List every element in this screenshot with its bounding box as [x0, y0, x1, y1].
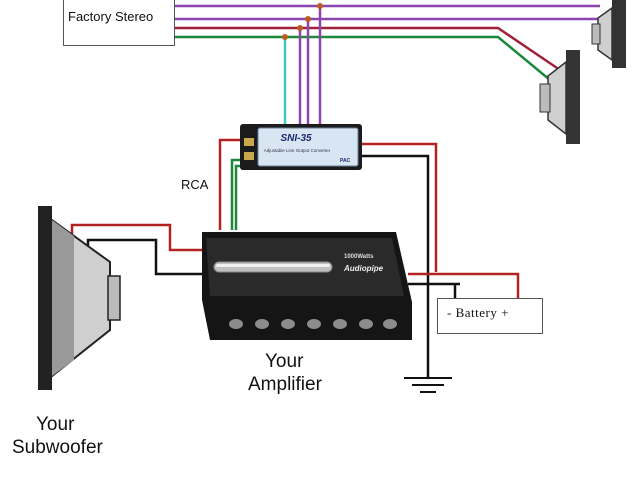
amplifier-label-line2: Amplifier — [248, 374, 322, 395]
rca-label: RCA — [181, 177, 209, 192]
amp-wattage: 1000Watts — [344, 254, 374, 260]
junction-dot — [282, 34, 288, 40]
factory-stereo-box — [63, 0, 175, 46]
wire-green — [175, 35, 551, 81]
junction-dot — [317, 3, 323, 9]
amp-wiring — [70, 138, 520, 378]
junction-dot — [297, 25, 303, 31]
converter-brand: PAC — [340, 158, 351, 164]
factory-stereo-label: Factory Stereo — [68, 9, 154, 24]
converter-red-right — [362, 142, 438, 272]
converter-red-left — [218, 138, 240, 230]
door-speaker-upper — [591, 0, 626, 68]
converter-model: SNI-35 — [280, 133, 312, 144]
rca-green-wire-1 — [230, 158, 240, 230]
converter-subtitle: Adjustable Line Output Converter — [264, 148, 331, 153]
amplifier-image — [202, 232, 412, 340]
subwoofer-label-line2: Subwoofer — [12, 437, 103, 458]
amp-power-wire — [408, 272, 520, 298]
rca-green-wire-2 — [234, 164, 240, 230]
sub-wire-red — [70, 223, 206, 252]
converter-ground-wire — [362, 154, 430, 378]
door-speaker-lower — [539, 50, 580, 144]
battery-label: - Battery + — [447, 305, 509, 320]
subwoofer-label-line1: Your — [36, 414, 75, 435]
junction-dot — [305, 16, 311, 22]
amplifier-label-line1: Your — [265, 351, 304, 372]
stereo-output-wires — [175, 4, 610, 125]
battery-box — [437, 298, 543, 334]
subwoofer-image — [38, 206, 121, 390]
amp-brand-logo: Audiopipe — [343, 264, 384, 273]
ground-symbol — [404, 377, 452, 393]
wire-crimson — [175, 26, 561, 72]
wire-junctions — [282, 3, 323, 40]
line-output-converter — [240, 124, 362, 170]
